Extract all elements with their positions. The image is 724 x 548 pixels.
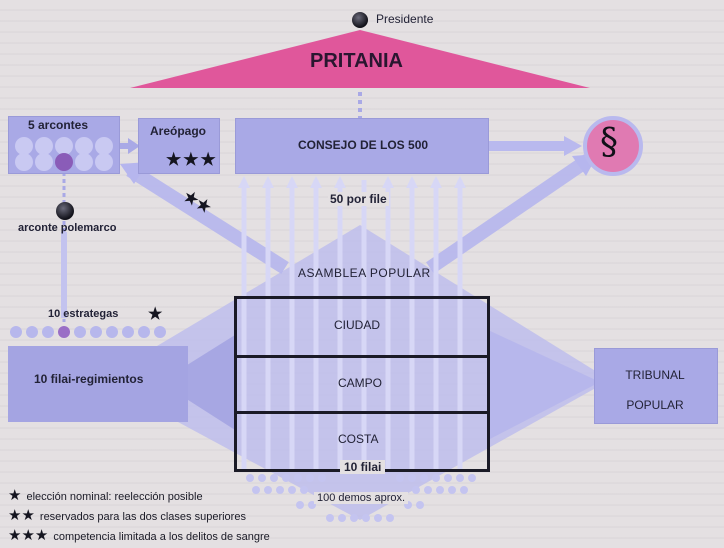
nomos-circle <box>583 116 643 176</box>
arrow-asamblea-nomos <box>426 154 592 274</box>
demos-dots <box>246 474 476 522</box>
estrategas-star: ★ <box>148 306 163 323</box>
legend-one-star: ★ <box>8 487 22 504</box>
asamblea-diamond <box>100 225 610 520</box>
polemarco-icon <box>56 202 74 220</box>
areopago-box <box>138 118 220 174</box>
por-file-label: 50 por file <box>328 192 389 206</box>
estrategas-dots <box>10 326 166 338</box>
arcontes-label: 5 arcontes <box>28 118 89 132</box>
demos-label: 100 demos aprox. <box>314 492 409 504</box>
arcontes-box <box>8 116 120 174</box>
arrow-to-filai <box>160 335 235 430</box>
costa-label: COSTA <box>338 432 379 446</box>
legend-three-stars-text: competencia limitada a los delitos de sa… <box>53 531 270 543</box>
estrategas-label: 10 estrategas <box>48 308 119 320</box>
legend-row-two-stars: ★★ reservados para las dos clases superio… <box>8 506 246 524</box>
legend-one-star-text: elección nominal: reelección posible <box>26 491 203 503</box>
tribunal-label: TRIBUNAL POPULAR <box>625 368 685 412</box>
arrow-to-tribunal <box>488 330 600 440</box>
filai-regimientos-label: 10 filai-regimientos <box>34 372 144 386</box>
filai-label: 10 filai <box>340 460 386 474</box>
legend-row-three-stars: ★★★ competencia limitada a los delitos de… <box>8 526 270 544</box>
nomos-symbol: § <box>600 122 618 163</box>
arrow-asamblea-areopago <box>126 164 289 274</box>
legend-two-stars-text: reservados para las dos clases superiore… <box>39 511 246 523</box>
filai-regimientos-box <box>8 346 188 422</box>
presidente-icon <box>352 12 368 28</box>
tribe-columns <box>241 180 463 470</box>
legend-two-stars: ★★ <box>8 507 35 524</box>
pritania-triangle <box>130 30 590 88</box>
legend-row-one-star: ★ elección nominal: reelección posible <box>8 486 203 504</box>
consejo-box <box>235 118 489 174</box>
presidente-label: Presidente <box>376 12 434 26</box>
ciudad-label: CIUDAD <box>334 318 381 332</box>
polemarco-label: arconte polemarco <box>18 222 117 234</box>
consejo-label: CONSEJO DE LOS 500 <box>298 138 429 152</box>
legend-three-stars: ★★★ <box>8 527 49 544</box>
pritania-label: PRITANIA <box>310 50 403 72</box>
tribunal-box <box>594 348 718 424</box>
asamblea-label: ASAMBLEA POPULAR <box>298 266 431 280</box>
areopago-stars: ★★★ <box>166 150 218 169</box>
campo-label: CAMPO <box>338 376 383 390</box>
areopago-label: Areópago <box>150 124 207 138</box>
